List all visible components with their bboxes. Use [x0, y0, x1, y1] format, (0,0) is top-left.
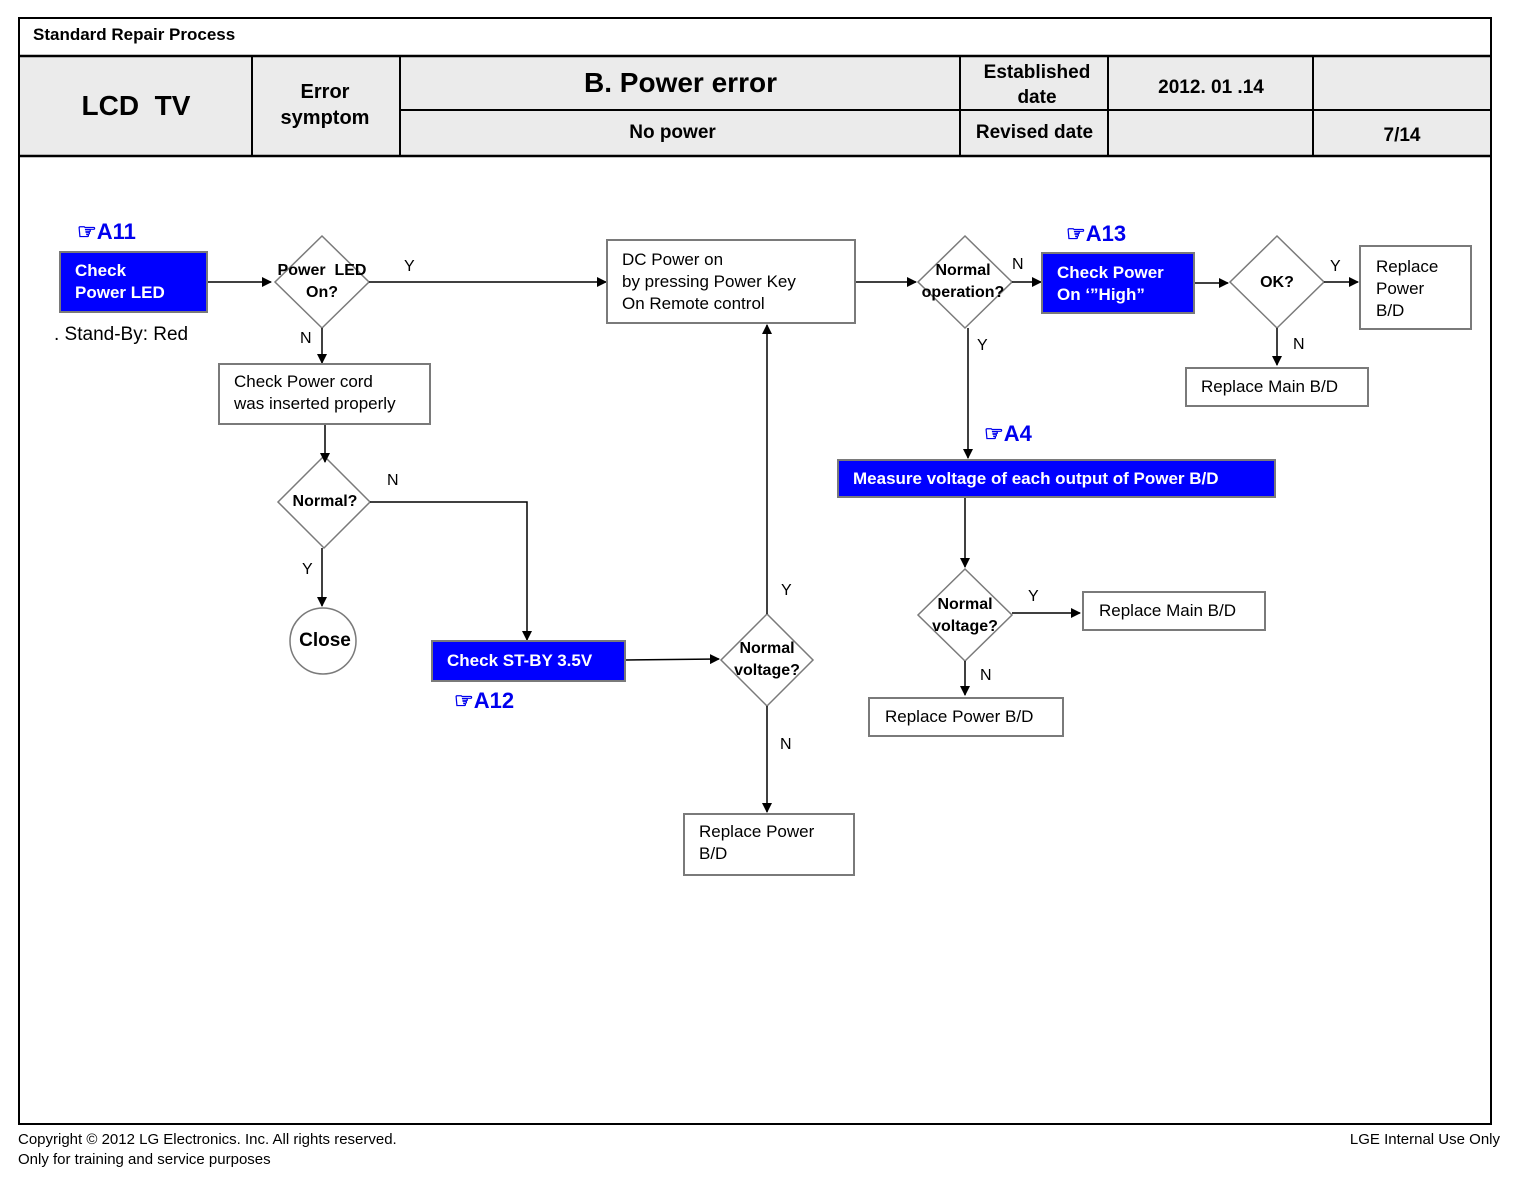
revised-label: Revised date — [975, 122, 1094, 143]
power-led-on-text: Power LED On? — [277, 262, 367, 301]
established-date: 2012. 01 .14 — [1158, 77, 1264, 98]
header-background — [20, 57, 1490, 155]
edge-label-y: Y — [404, 258, 415, 275]
edge-stby-to-voltage — [625, 654, 720, 665]
edge-label-y: Y — [1330, 258, 1341, 275]
edge-label-n: N — [1293, 336, 1305, 353]
normal-voltage-text-2: Normal voltage? — [932, 596, 998, 635]
page-number: 7/14 — [1383, 125, 1421, 146]
established-label: Established date — [983, 62, 1091, 108]
page-frame — [18, 17, 1492, 1125]
normal-diamond — [276, 454, 372, 550]
error-title: B. Power error — [584, 67, 777, 98]
measure-voltage-box: Measure voltage of each output of Power … — [837, 459, 1276, 498]
normal-operation-diamond — [916, 234, 1014, 330]
error-subtitle: No power — [629, 122, 716, 143]
dc-power-on-box: DC Power on by pressing Power Key On Rem… — [606, 239, 856, 324]
edge-normal-no — [370, 501, 532, 641]
ref-a12: ☞A12 — [454, 688, 515, 713]
replace-power-bd-box-2: Replace Power B/D — [1359, 245, 1472, 330]
ref-a11: ☞A11 — [77, 219, 136, 244]
replace-main-bd-box-2: Replace Main B/D — [1082, 591, 1266, 631]
edge-label-y: Y — [977, 337, 988, 354]
replace-power-bd-box-3: Replace Power B/D — [868, 697, 1064, 737]
footer-purpose: Only for training and service purposes — [18, 1151, 271, 1168]
edge-label-y: Y — [302, 561, 313, 578]
replace-main-bd-box-1: Replace Main B/D — [1185, 367, 1369, 407]
edge-label-n: N — [780, 736, 792, 753]
footer-copyright: Copyright © 2012 LG Electronics. Inc. Al… — [18, 1131, 397, 1148]
ref-a4: ☞A4 — [984, 421, 1032, 446]
normal-text: Normal? — [292, 493, 358, 510]
check-st-by-box: Check ST-BY 3.5V — [431, 640, 626, 682]
close-text: Close — [299, 630, 351, 651]
revised-date — [1109, 111, 1313, 155]
close-terminator — [289, 607, 357, 675]
edge-label-n: N — [300, 330, 312, 347]
edge-label-n: N — [387, 472, 399, 489]
normal-operation-text: Normal operation? — [921, 262, 1005, 301]
replace-power-bd-box-1: Replace Power B/D — [683, 813, 855, 876]
check-power-on-high-box: Check Power On ‘”High” — [1041, 252, 1195, 314]
edge-label-y: Y — [1028, 588, 1039, 605]
standby-note: . Stand-By: Red — [54, 324, 189, 345]
edge-label-y: Y — [781, 582, 792, 599]
check-power-led-box: Check Power LED — [59, 251, 208, 313]
normal-voltage-text-1: Normal voltage? — [734, 640, 800, 679]
error-symptom-label: Error symptom — [280, 81, 370, 129]
check-power-cord-box: Check Power cord was inserted properly — [218, 363, 431, 425]
product-name: LCD TV — [81, 90, 191, 121]
edge-label-n: N — [1012, 256, 1024, 273]
edge-label-n: N — [980, 667, 992, 684]
ok-text: OK? — [1260, 274, 1294, 291]
footer-internal: LGE Internal Use Only — [1349, 1131, 1500, 1148]
ref-a13: ☞A13 — [1066, 221, 1127, 246]
process-title: Standard Repair Process — [33, 25, 236, 44]
